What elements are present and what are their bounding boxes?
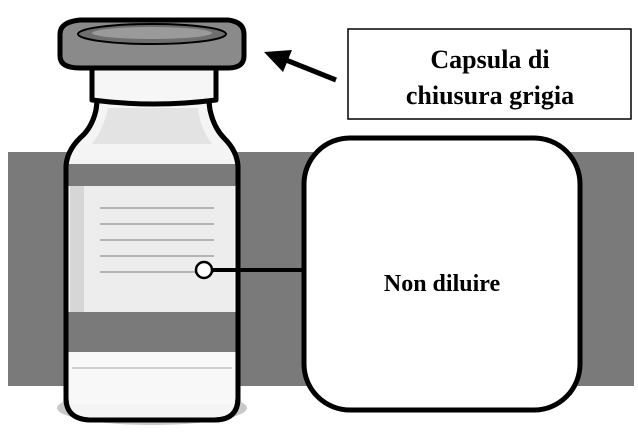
dilution-callout-text: Non diluire <box>384 271 501 297</box>
vial-bottom-band <box>66 312 238 352</box>
vial-paper-label <box>70 186 234 312</box>
cap-callout-line2: chiusura grigia <box>406 81 574 110</box>
vial-paper-label-left-edge <box>70 186 84 312</box>
arrow-pointing-to-cap-icon <box>264 50 337 83</box>
vial-outline <box>63 91 241 423</box>
vial-liquid <box>70 352 234 404</box>
vial-neck-ring <box>89 61 219 107</box>
dilution-callout-box <box>301 135 583 413</box>
grey-cap <box>57 17 247 71</box>
vial-inner-highlight <box>92 108 212 144</box>
connector-dot-icon <box>194 260 214 280</box>
cap-callout-line1: Capsula di <box>430 45 549 74</box>
vial-top-band <box>66 164 238 186</box>
cap-callout-box <box>347 28 632 120</box>
